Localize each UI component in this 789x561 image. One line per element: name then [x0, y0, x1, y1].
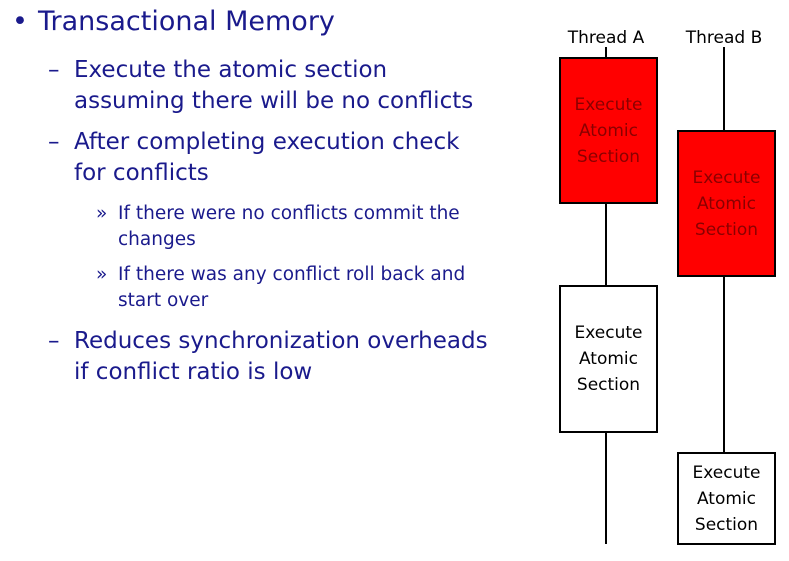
- point-1: – Execute the atomic section assuming th…: [48, 55, 473, 117]
- subpoint-1-line-2: changes: [118, 229, 196, 250]
- point-1-line-2: assuming there will be no conflicts: [74, 88, 474, 114]
- dash-marker: –: [48, 57, 60, 83]
- subpoint-marker: »: [96, 264, 108, 285]
- point-3: – Reduces synchronization overheads if c…: [48, 326, 488, 388]
- section-label: Execute Atomic Section: [574, 94, 643, 167]
- subpoint-1-line-1: If there were no conflicts commit the: [118, 203, 460, 224]
- dash-marker: –: [48, 328, 60, 354]
- subpoint-2: » If there was any conflict roll back an…: [96, 262, 465, 314]
- subpoint-2-line-2: start over: [118, 290, 209, 311]
- bullet-marker: •: [12, 6, 28, 37]
- subpoint-marker: »: [96, 203, 108, 224]
- main-bullet-text: Transactional Memory: [38, 6, 335, 37]
- section-label: Execute Atomic Section: [574, 323, 643, 395]
- dash-marker: –: [48, 129, 60, 155]
- point-3-line-1: Reduces synchronization overheads: [74, 328, 488, 354]
- section-label: Execute Atomic Section: [692, 462, 761, 535]
- main-bullet: • Transactional Memory: [12, 6, 335, 37]
- thread-a-committed-section: Execute Atomic Section: [559, 285, 658, 433]
- thread-a-label: Thread A: [567, 28, 645, 48]
- section-label: Execute Atomic Section: [692, 167, 761, 240]
- thread-b-label: Thread B: [685, 28, 763, 48]
- thread-b-committed-section: Execute Atomic Section: [677, 452, 776, 545]
- point-3-line-2: if conflict ratio is low: [74, 359, 313, 385]
- thread-b-conflicted-section: Execute Atomic Section: [677, 130, 776, 277]
- thread-a-conflicted-section: Execute Atomic Section: [559, 57, 658, 204]
- point-2-line-1: After completing execution check: [74, 129, 460, 155]
- point-2: – After completing execution check for c…: [48, 127, 459, 189]
- subpoint-1: » If there were no conflicts commit the …: [96, 201, 460, 253]
- point-2-line-2: for conflicts: [74, 160, 209, 186]
- subpoint-2-line-1: If there was any conflict roll back and: [118, 264, 466, 285]
- point-1-line-1: Execute the atomic section: [74, 57, 388, 83]
